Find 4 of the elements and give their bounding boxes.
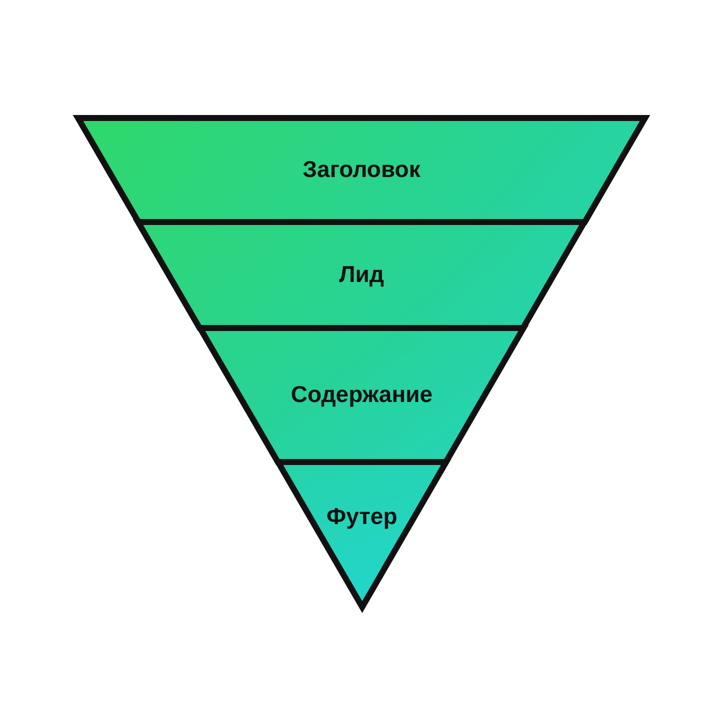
band-label: Заголовок xyxy=(302,156,422,183)
band-label: Содержание xyxy=(290,381,434,408)
band-label: Лид xyxy=(338,261,386,288)
band-label: Футер xyxy=(325,503,398,530)
